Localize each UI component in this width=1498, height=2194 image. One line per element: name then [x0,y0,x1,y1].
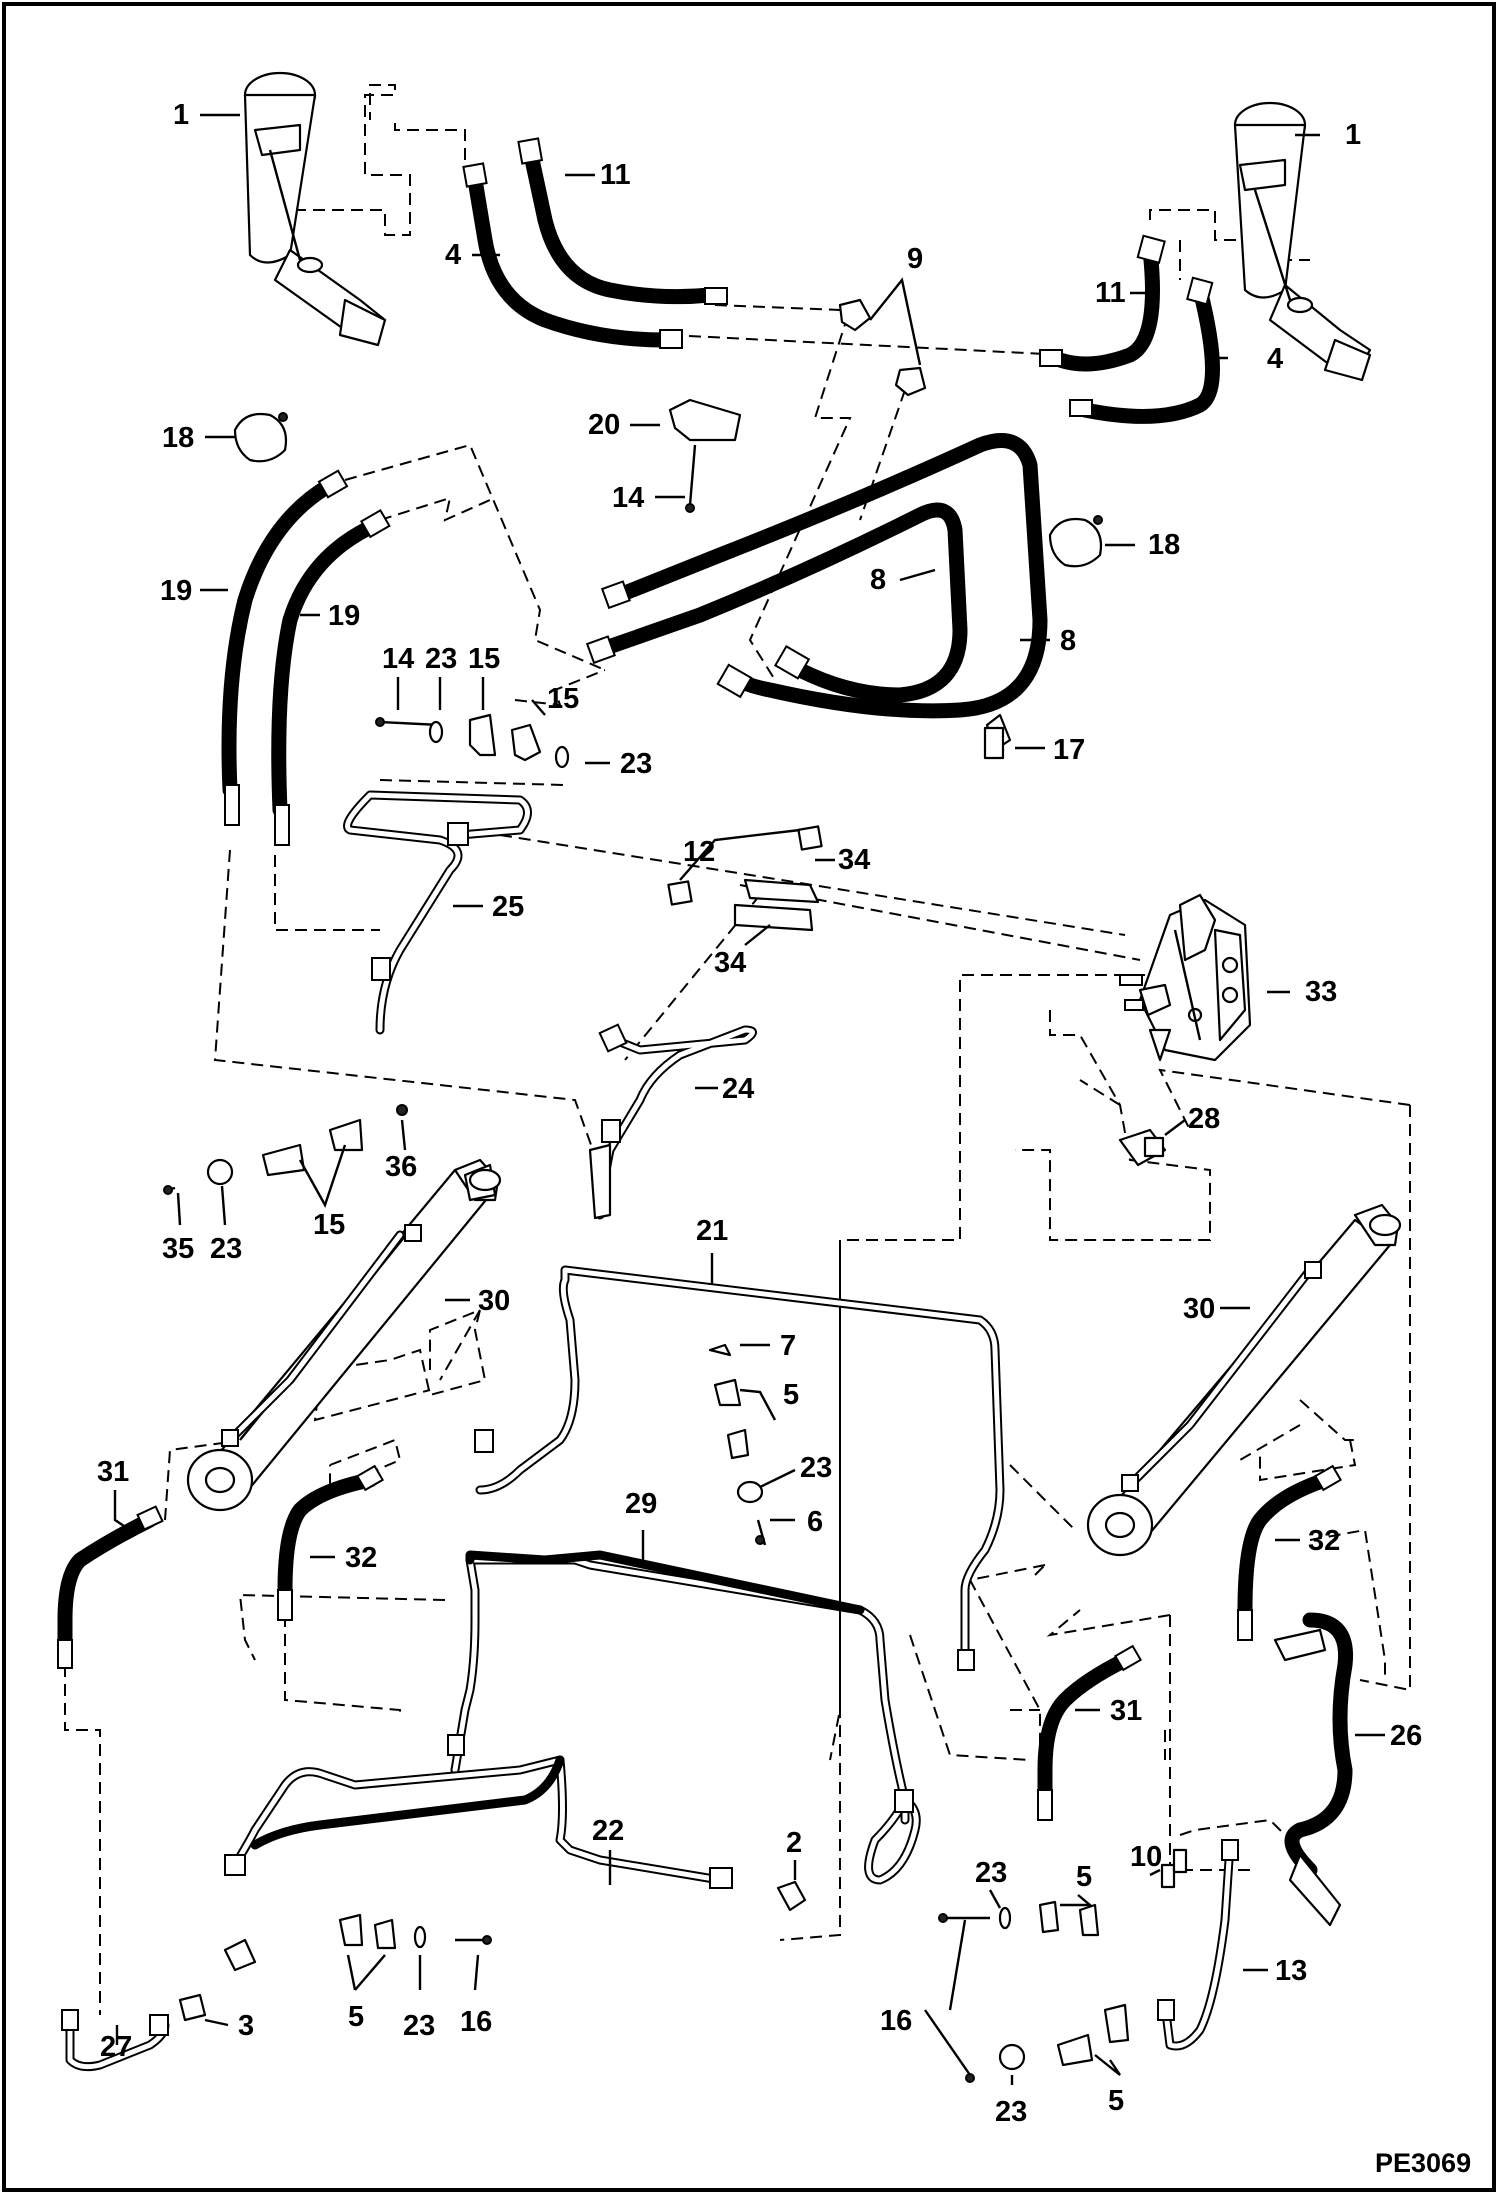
callout-label: 15 [468,643,500,675]
callout-label: 31 [1110,1695,1142,1727]
lift-cylinder-left [243,71,387,347]
callout-label: 19 [328,600,360,632]
callout-label: 4 [445,239,461,271]
tubes [61,790,1239,2072]
callout-label: 30 [1183,1293,1215,1325]
callout-label: 6 [807,1506,823,1538]
callout-label: 23 [210,1233,242,1265]
callout-label: 26 [1390,1720,1422,1752]
callout-label: 22 [592,1815,624,1847]
callout-label: 12 [683,836,715,868]
control-valve [1119,893,1252,1062]
callout-label: 18 [1148,529,1180,561]
callout-label: 9 [907,243,923,275]
callout-label: 27 [100,2031,132,2063]
callout-label: 34 [714,947,746,979]
callout-label: 32 [1308,1525,1340,1557]
callout-label: 5 [348,2001,364,2033]
callout-label: 1 [1345,119,1361,151]
callout-labels: 1 1 11 4 9 11 4 18 20 14 18 19 19 8 8 14… [97,99,1422,2128]
callout-label: 25 [492,891,524,923]
callout-label: 30 [478,1285,510,1317]
callout-label: 33 [1305,976,1337,1008]
callout-label: 20 [588,409,620,441]
figure-reference: PE3069 [1375,2148,1471,2178]
callout-label: 17 [1053,734,1085,766]
callout-label: 15 [313,1209,345,1241]
callout-label: 14 [612,482,644,514]
callout-label: 2 [786,1827,802,1859]
small-parts [163,298,1188,2083]
callout-label: 23 [800,1452,832,1484]
callout-label: 16 [460,2006,492,2038]
callout-label: 11 [1095,277,1126,309]
callout-label: 24 [722,1073,754,1105]
hoses [57,137,1354,1927]
callout-label: 11 [600,159,631,191]
callout-label: 4 [1267,343,1283,375]
callout-label: 34 [838,844,870,876]
callout-label: 23 [975,1857,1007,1889]
callout-label: 35 [162,1233,194,1265]
callout-label: 21 [696,1215,728,1247]
callout-label: 10 [1130,1841,1162,1873]
callout-label: 28 [1188,1103,1220,1135]
callout-label: 15 [547,683,579,715]
callout-label: 5 [1076,1861,1092,1893]
callout-label: 8 [1060,625,1076,657]
callout-label: 23 [425,643,457,675]
callout-label: 16 [880,2005,912,2037]
callout-label: 5 [783,1379,799,1411]
tilt-cylinder-right [1086,1203,1402,1557]
callout-label: 8 [870,564,886,596]
callout-label: 31 [97,1456,129,1488]
callout-label: 23 [403,2010,435,2042]
callout-label: 7 [780,1330,796,1362]
callout-label: 36 [385,1151,417,1183]
callout-label: 1 [173,99,189,131]
callout-label: 32 [345,1542,377,1574]
callout-label: 3 [238,2010,254,2042]
callout-label: 14 [382,643,414,675]
leader-lines [113,113,1385,2085]
callout-label: 23 [620,748,652,780]
callout-label: 29 [625,1488,657,1520]
callout-label: 5 [1108,2085,1124,2117]
callout-label: 18 [162,422,194,454]
callout-label: 13 [1275,1955,1307,1987]
lift-cylinder-right [1233,101,1372,382]
callout-label: 19 [160,575,192,607]
tilt-cylinder-left [186,1158,502,1512]
callout-label: 23 [995,2096,1027,2128]
